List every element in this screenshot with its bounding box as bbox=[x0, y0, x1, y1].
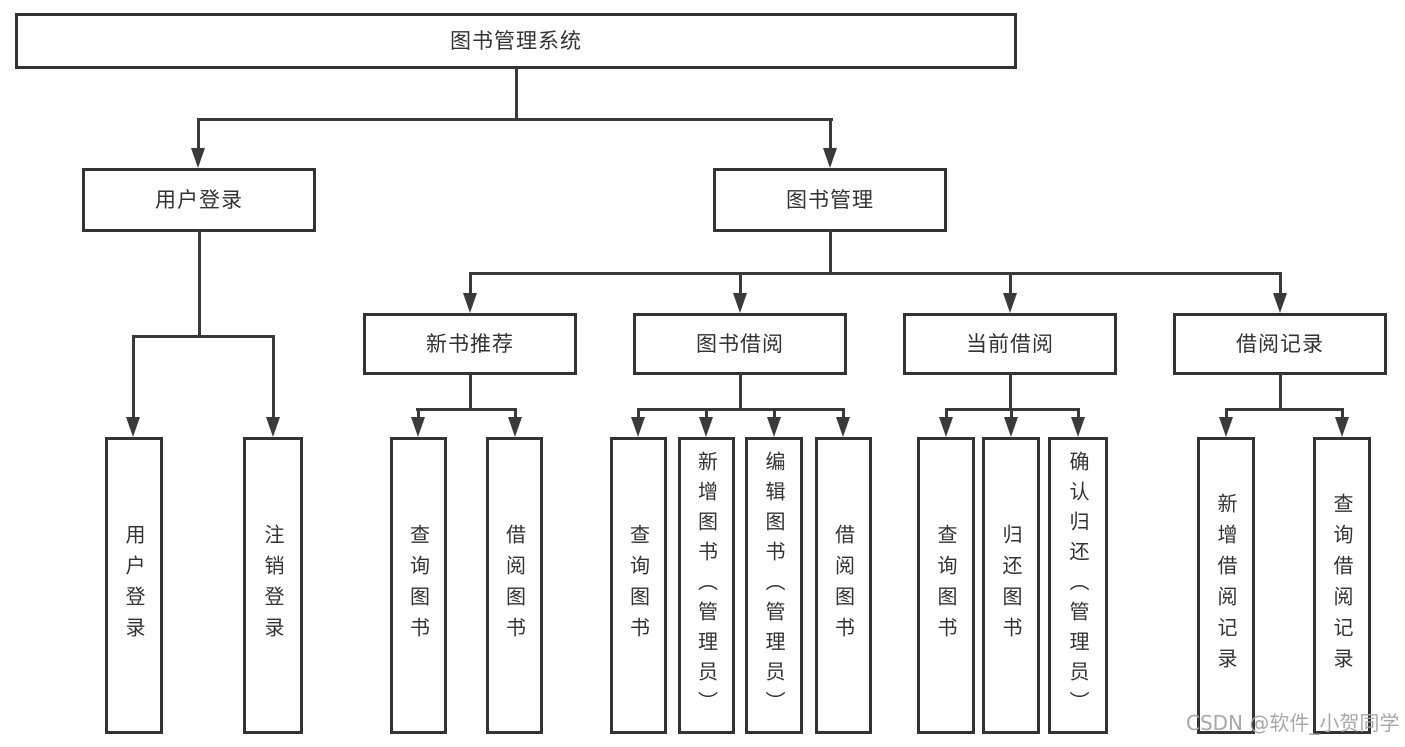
leaf-logout: 注销登录 bbox=[243, 437, 303, 734]
node-label: 查询图书 bbox=[406, 523, 431, 648]
node-label: 用户登录 bbox=[155, 187, 243, 212]
arrowhead-down-icon bbox=[1004, 417, 1018, 437]
node-label: 用户登录 bbox=[122, 523, 146, 648]
watermark: CSDN @软件_小贺同学 bbox=[1186, 711, 1400, 735]
connector-line bbox=[132, 335, 275, 338]
connector-line bbox=[829, 118, 832, 150]
leaf-add-book-admin: 新增图书（管理员） bbox=[678, 437, 735, 734]
node-current-borrowing: 当前借阅 bbox=[903, 313, 1117, 375]
arrowhead-down-icon bbox=[733, 293, 747, 313]
connector-line bbox=[1010, 408, 1013, 419]
leaf-confirm-return-admin: 确认归还（管理员） bbox=[1048, 437, 1108, 734]
arrowhead-down-icon bbox=[767, 417, 781, 437]
node-label: 确认归还（管理员） bbox=[1066, 450, 1090, 721]
arrowhead-down-icon bbox=[823, 148, 837, 168]
node-label: 新增借阅记录 bbox=[1214, 492, 1238, 679]
connector-line bbox=[417, 408, 420, 419]
leaf-return-books: 归还图书 bbox=[982, 437, 1040, 734]
connector-line bbox=[272, 335, 275, 419]
node-label: 编辑图书（管理员） bbox=[762, 450, 786, 721]
connector-line bbox=[1009, 272, 1012, 295]
node-borrowing-records: 借阅记录 bbox=[1173, 313, 1387, 375]
connector-line bbox=[1225, 408, 1228, 419]
node-label: 归还图书 bbox=[999, 523, 1023, 648]
node-user-login: 用户登录 bbox=[82, 168, 316, 232]
node-label: 当前借阅 bbox=[966, 331, 1054, 356]
node-label: 注销登录 bbox=[261, 523, 285, 648]
leaf-query-borrow-record: 查询借阅记录 bbox=[1313, 437, 1371, 734]
connector-line bbox=[1279, 272, 1282, 295]
connector-line bbox=[637, 408, 640, 419]
connector-line bbox=[773, 408, 776, 419]
connector-line bbox=[637, 408, 845, 411]
connector-line bbox=[514, 408, 517, 419]
arrowhead-down-icon bbox=[1335, 417, 1349, 437]
connector-line bbox=[829, 230, 832, 274]
node-library-management-system: 图书管理系统 bbox=[15, 13, 1017, 69]
connector-line bbox=[1009, 373, 1012, 410]
arrowhead-down-icon bbox=[463, 293, 477, 313]
node-book-borrowing: 图书借阅 bbox=[633, 313, 847, 375]
leaf-query-books-borrow: 查询图书 bbox=[610, 437, 667, 734]
node-label: 借阅图书 bbox=[502, 523, 527, 648]
arrowhead-down-icon bbox=[1003, 293, 1017, 313]
arrowhead-down-icon bbox=[631, 417, 645, 437]
connector-line bbox=[739, 373, 742, 410]
connector-line bbox=[842, 408, 845, 419]
connector-line bbox=[945, 408, 948, 419]
leaf-user-login: 用户登录 bbox=[105, 437, 163, 734]
node-label: 查询借阅记录 bbox=[1330, 492, 1354, 679]
connector-line bbox=[739, 272, 742, 295]
leaf-edit-book-admin: 编辑图书（管理员） bbox=[745, 437, 803, 734]
connector-line bbox=[1341, 408, 1344, 419]
connector-line bbox=[515, 68, 518, 120]
arrowhead-down-icon bbox=[1071, 417, 1085, 437]
connector-line bbox=[469, 373, 472, 410]
connector-line bbox=[469, 272, 472, 295]
node-label: 新书推荐 bbox=[426, 331, 514, 356]
arrowhead-down-icon bbox=[699, 417, 713, 437]
arrowhead-down-icon bbox=[411, 417, 425, 437]
node-label: 图书管理系统 bbox=[450, 28, 582, 53]
arrowhead-down-icon bbox=[266, 417, 280, 437]
connector-line bbox=[416, 408, 517, 411]
connector-line bbox=[705, 408, 708, 419]
node-label: 借阅记录 bbox=[1236, 331, 1324, 356]
leaf-query-books-recommend: 查询图书 bbox=[390, 437, 447, 734]
leaf-borrow-books-recommend: 借阅图书 bbox=[486, 437, 543, 734]
leaf-query-books-current: 查询图书 bbox=[917, 437, 975, 734]
connector-line bbox=[469, 272, 1282, 275]
leaf-add-borrow-record: 新增借阅记录 bbox=[1197, 437, 1255, 734]
node-label: 图书管理 bbox=[786, 187, 874, 212]
connector-line bbox=[197, 118, 833, 121]
connector-line bbox=[1077, 408, 1080, 419]
node-label: 新增图书（管理员） bbox=[694, 450, 719, 721]
arrowhead-down-icon bbox=[836, 417, 850, 437]
connector-line bbox=[132, 335, 135, 419]
node-new-book-recommendation: 新书推荐 bbox=[363, 313, 577, 375]
node-label: 查询图书 bbox=[626, 523, 651, 648]
arrowhead-down-icon bbox=[191, 148, 205, 168]
arrowhead-down-icon bbox=[1219, 417, 1233, 437]
leaf-borrow-books: 借阅图书 bbox=[815, 437, 872, 734]
arrowhead-down-icon bbox=[508, 417, 522, 437]
arrowhead-down-icon bbox=[126, 417, 140, 437]
node-label: 借阅图书 bbox=[831, 523, 856, 648]
connector-line bbox=[197, 118, 200, 150]
connector-line bbox=[1225, 408, 1344, 411]
connector-line bbox=[198, 230, 201, 337]
connector-line bbox=[1279, 373, 1282, 410]
arrowhead-down-icon bbox=[939, 417, 953, 437]
arrowhead-down-icon bbox=[1273, 293, 1287, 313]
node-label: 图书借阅 bbox=[696, 331, 784, 356]
node-label: 查询图书 bbox=[934, 523, 958, 648]
node-book-management: 图书管理 bbox=[713, 168, 947, 232]
